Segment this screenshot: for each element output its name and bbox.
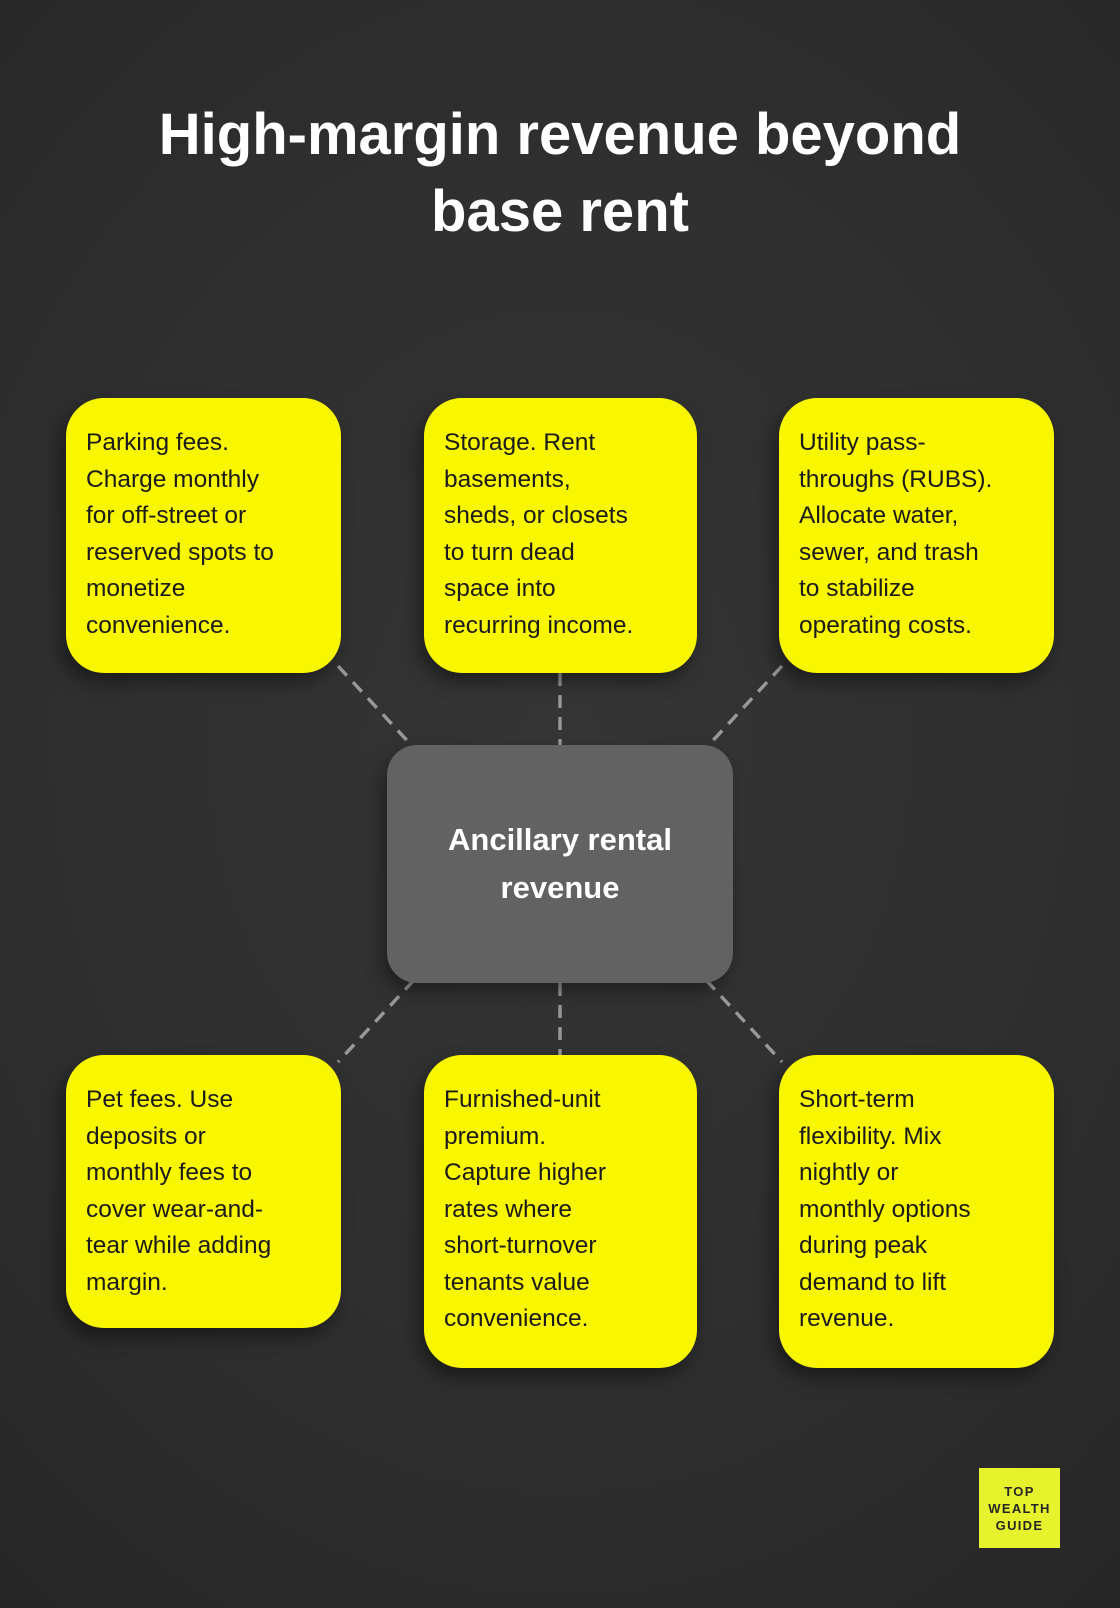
- card-parking-fees-text: Parking fees. Charge monthly for off-str…: [86, 429, 274, 639]
- card-utility-pass-throughs: Utility pass- throughs (RUBS). Allocate …: [779, 398, 1054, 673]
- card-furnished-unit-premium: Furnished-unit premium. Capture higher r…: [424, 1055, 697, 1368]
- connector-line-center-to-shortterm: [704, 978, 784, 1064]
- card-storage: Storage. Rent basements, sheds, or close…: [424, 398, 697, 673]
- card-pet-fees-text: Pet fees. Use deposits or monthly fees t…: [86, 1086, 272, 1296]
- card-furnished-unit-premium-text: Furnished-unit premium. Capture higher r…: [444, 1086, 607, 1332]
- top-wealth-guide-logo: TOP WEALTH GUIDE: [979, 1468, 1060, 1548]
- top-wealth-guide-logo-text: TOP WEALTH GUIDE: [988, 1483, 1051, 1533]
- center-node-label: Ancillary rental revenue: [448, 822, 672, 905]
- card-storage-text: Storage. Rent basements, sheds, or close…: [444, 429, 634, 639]
- card-pet-fees: Pet fees. Use deposits or monthly fees t…: [66, 1055, 341, 1328]
- connector-line-parking-to-center: [336, 664, 416, 750]
- card-short-term-flexibility: Short-term flexibility. Mix nightly or m…: [779, 1055, 1054, 1368]
- page-title: High-margin revenue beyond base rent: [158, 102, 962, 244]
- connector-line-utility-to-center: [704, 664, 784, 750]
- card-short-term-flexibility-text: Short-term flexibility. Mix nightly or m…: [799, 1086, 971, 1332]
- card-utility-pass-throughs-text: Utility pass- throughs (RUBS). Allocate …: [799, 429, 993, 639]
- connector-line-center-to-pet: [336, 978, 416, 1064]
- card-parking-fees: Parking fees. Charge monthly for off-str…: [66, 398, 341, 673]
- center-node-ancillary-rental-revenue: Ancillary rental revenue: [387, 745, 733, 983]
